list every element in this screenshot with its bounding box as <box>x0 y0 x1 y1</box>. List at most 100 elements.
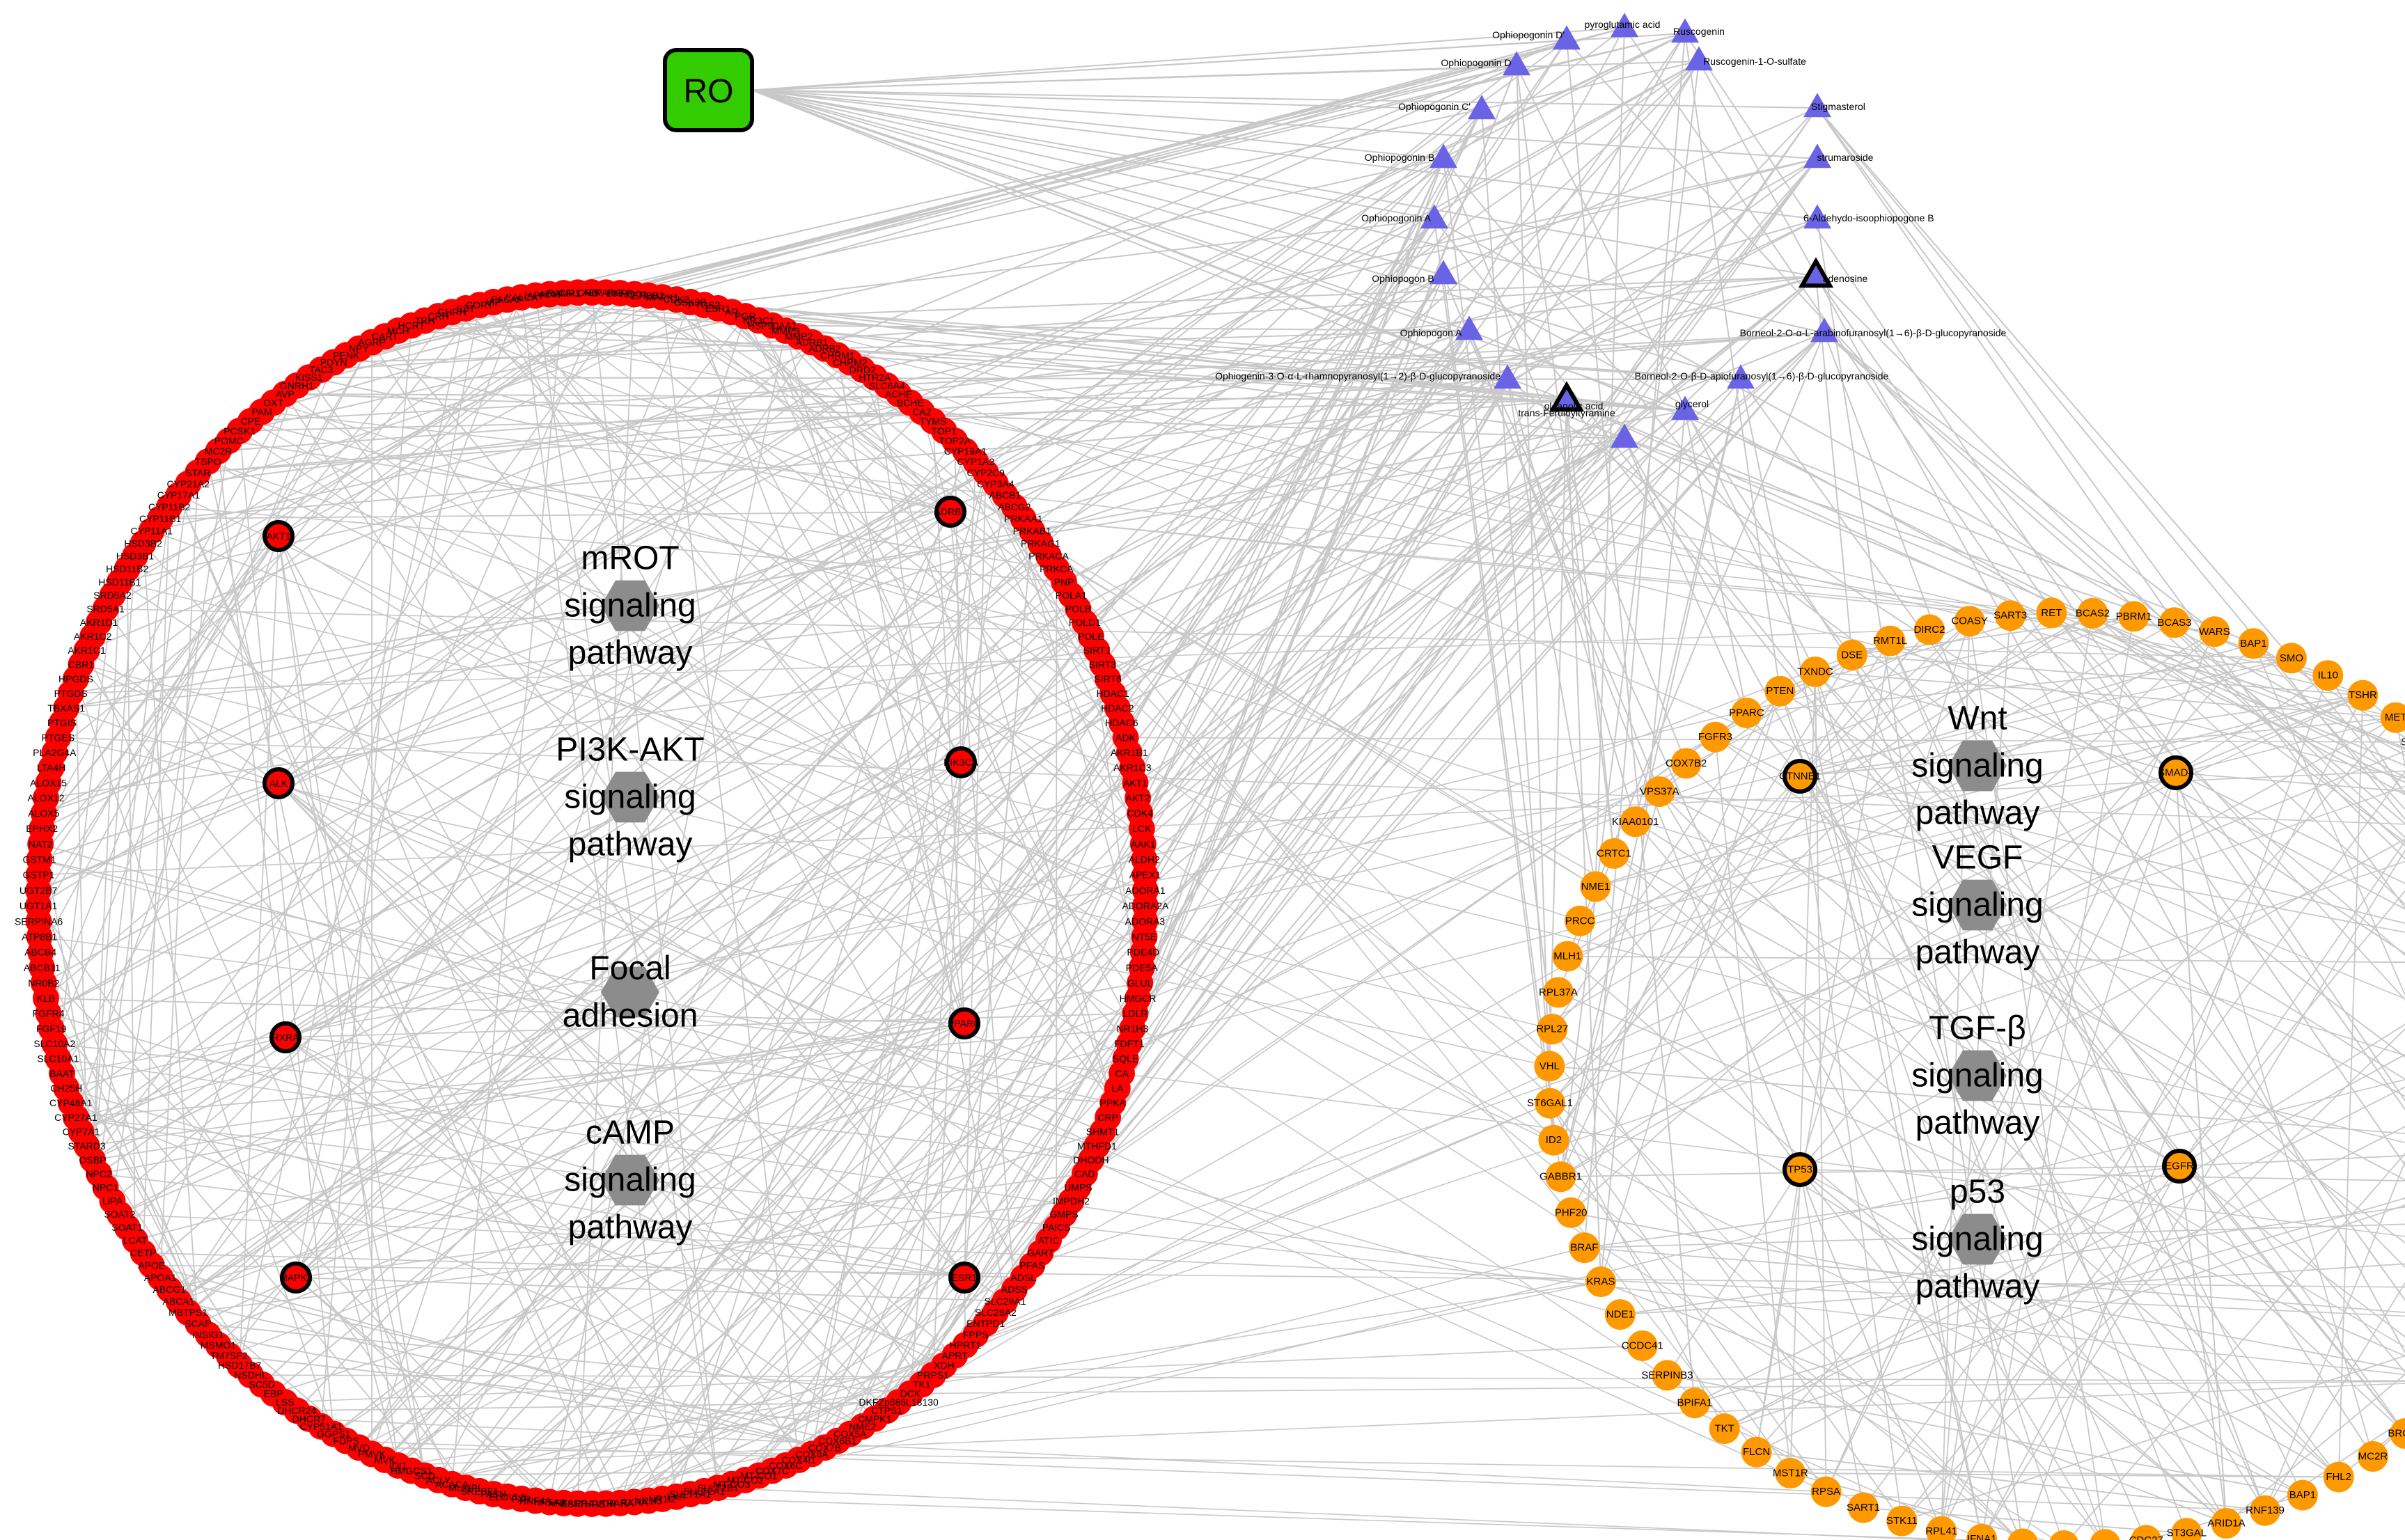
left-target-label: PNP <box>1054 576 1074 588</box>
left-target-label: TSPO <box>195 456 221 467</box>
edge <box>39 858 1113 1103</box>
edge <box>1780 640 1890 692</box>
right-target-label: RPSA <box>1812 1486 1840 1498</box>
edge <box>278 361 851 784</box>
edge <box>2174 622 2405 839</box>
left-target-label: AKR1C3 <box>1113 762 1152 773</box>
right-target-node <box>1886 1505 1918 1537</box>
right-target-node <box>1585 1266 1616 1298</box>
compound-label: Ophiopogonin C' <box>1398 101 1471 112</box>
edge <box>2337 695 2364 1477</box>
left-target-label: PMVK <box>358 1448 386 1459</box>
left-hub-node <box>280 1262 312 1294</box>
edge <box>1817 107 2292 659</box>
right-target-label: BCAS4 <box>2088 1539 2122 1540</box>
edge <box>751 89 1817 277</box>
left-target-label: CHRM1 <box>820 349 855 361</box>
right-target-label: COX7B2 <box>1666 757 1707 769</box>
edge <box>1551 1028 2303 1496</box>
edge <box>861 369 1114 1103</box>
right-target-node <box>2312 660 2344 691</box>
compound-node <box>1455 315 1483 340</box>
edge <box>1714 736 2405 1244</box>
edge <box>1139 33 1686 814</box>
compound-node <box>1611 13 1638 38</box>
left-target-label: ALK <box>583 287 602 298</box>
edge <box>634 332 1825 1503</box>
pathway-label: adhesion <box>563 998 698 1035</box>
left-target-label: HSD3B2 <box>124 537 162 549</box>
right-target-label: TSHR <box>2349 689 2377 701</box>
compound-node <box>1468 95 1496 120</box>
pathway-label: pathway <box>1916 934 2040 971</box>
pathway-label: signaling <box>564 588 696 624</box>
right-target-label: MET <box>2385 712 2405 723</box>
edge <box>479 304 2019 1540</box>
edge <box>41 33 1686 830</box>
right-target-node <box>2049 1530 2078 1540</box>
edge <box>1125 737 2405 743</box>
edge <box>1799 838 2405 1170</box>
edge <box>1560 791 1661 1177</box>
right-target-label: RPL27 <box>1536 1023 1568 1035</box>
edge <box>1755 1169 1801 1452</box>
left-target-label: CYP11B1 <box>139 513 182 524</box>
edge <box>278 535 664 1500</box>
edge <box>151 109 1482 1266</box>
left-target-label: ALOX5 <box>28 808 59 819</box>
left-target-label: HTR2A <box>859 372 891 383</box>
left-target-label: COX6C <box>769 1460 802 1471</box>
edge <box>1624 438 1748 714</box>
left-target-label: PACAP <box>491 294 523 305</box>
left-target-label: COX5A <box>833 1429 867 1440</box>
edge <box>1134 158 1818 1014</box>
left-target-label: HSD3B1 <box>116 551 155 562</box>
edge <box>563 292 1122 723</box>
right-target-label: FHL2 <box>2326 1471 2351 1483</box>
right-target-label: NME1 <box>1581 881 1611 893</box>
left-target-label: CH25H <box>50 1083 82 1094</box>
edge <box>38 535 279 906</box>
edge <box>451 311 1144 845</box>
edge <box>47 1013 219 1346</box>
edge <box>169 506 1065 583</box>
left-target-label: PRKAA1 <box>1004 513 1042 524</box>
edge <box>1799 1169 2103 1540</box>
edge <box>1560 691 1781 1177</box>
edge <box>1799 1169 1864 1508</box>
edge <box>591 292 719 1488</box>
left-target-label: LIPA <box>102 1195 123 1207</box>
right-target-label: ALDOA <box>2005 1538 2041 1540</box>
right-target-label: TKT <box>1715 1423 1734 1435</box>
left-hub-label: PPARG <box>948 1018 981 1029</box>
edge <box>1901 1028 2405 1522</box>
left-target-label: FGFR4 <box>33 1008 65 1019</box>
edge <box>1799 643 2255 1170</box>
compound-node <box>1429 143 1457 168</box>
edge <box>250 421 1092 637</box>
left-target-label: SQLE <box>1113 1053 1138 1064</box>
edge <box>620 33 1686 294</box>
edge <box>45 997 965 1024</box>
left-target-label: GSTM1 <box>23 854 56 865</box>
left-target-label: HCRT <box>398 320 425 331</box>
left-target-label: EPHX2 <box>26 823 58 834</box>
left-target-label: ADORA1 <box>1125 885 1166 896</box>
edge <box>2179 1165 2405 1338</box>
compound-node <box>1420 204 1448 229</box>
left-target-label: PRKAG1 <box>1021 537 1060 549</box>
edge <box>38 905 467 1488</box>
edge <box>1901 1165 2180 1522</box>
left-target-label: POMC <box>214 435 244 446</box>
left-target-label: MC2R <box>205 446 233 457</box>
right-target-node <box>1620 806 1651 838</box>
left-target-label: GSTP1 <box>23 870 55 881</box>
left-target-label: ALOX15 <box>30 777 67 788</box>
compound-label: trans-Feruloyltyramine <box>1518 407 1615 418</box>
right-target-node <box>1543 977 1574 1008</box>
left-target-label: ACLY <box>426 1475 451 1486</box>
right-target-label: NDE1 <box>1606 1309 1634 1321</box>
left-target-label: AKR1C2 <box>74 631 112 642</box>
edge <box>898 107 1818 1403</box>
edge <box>75 1028 1133 1118</box>
